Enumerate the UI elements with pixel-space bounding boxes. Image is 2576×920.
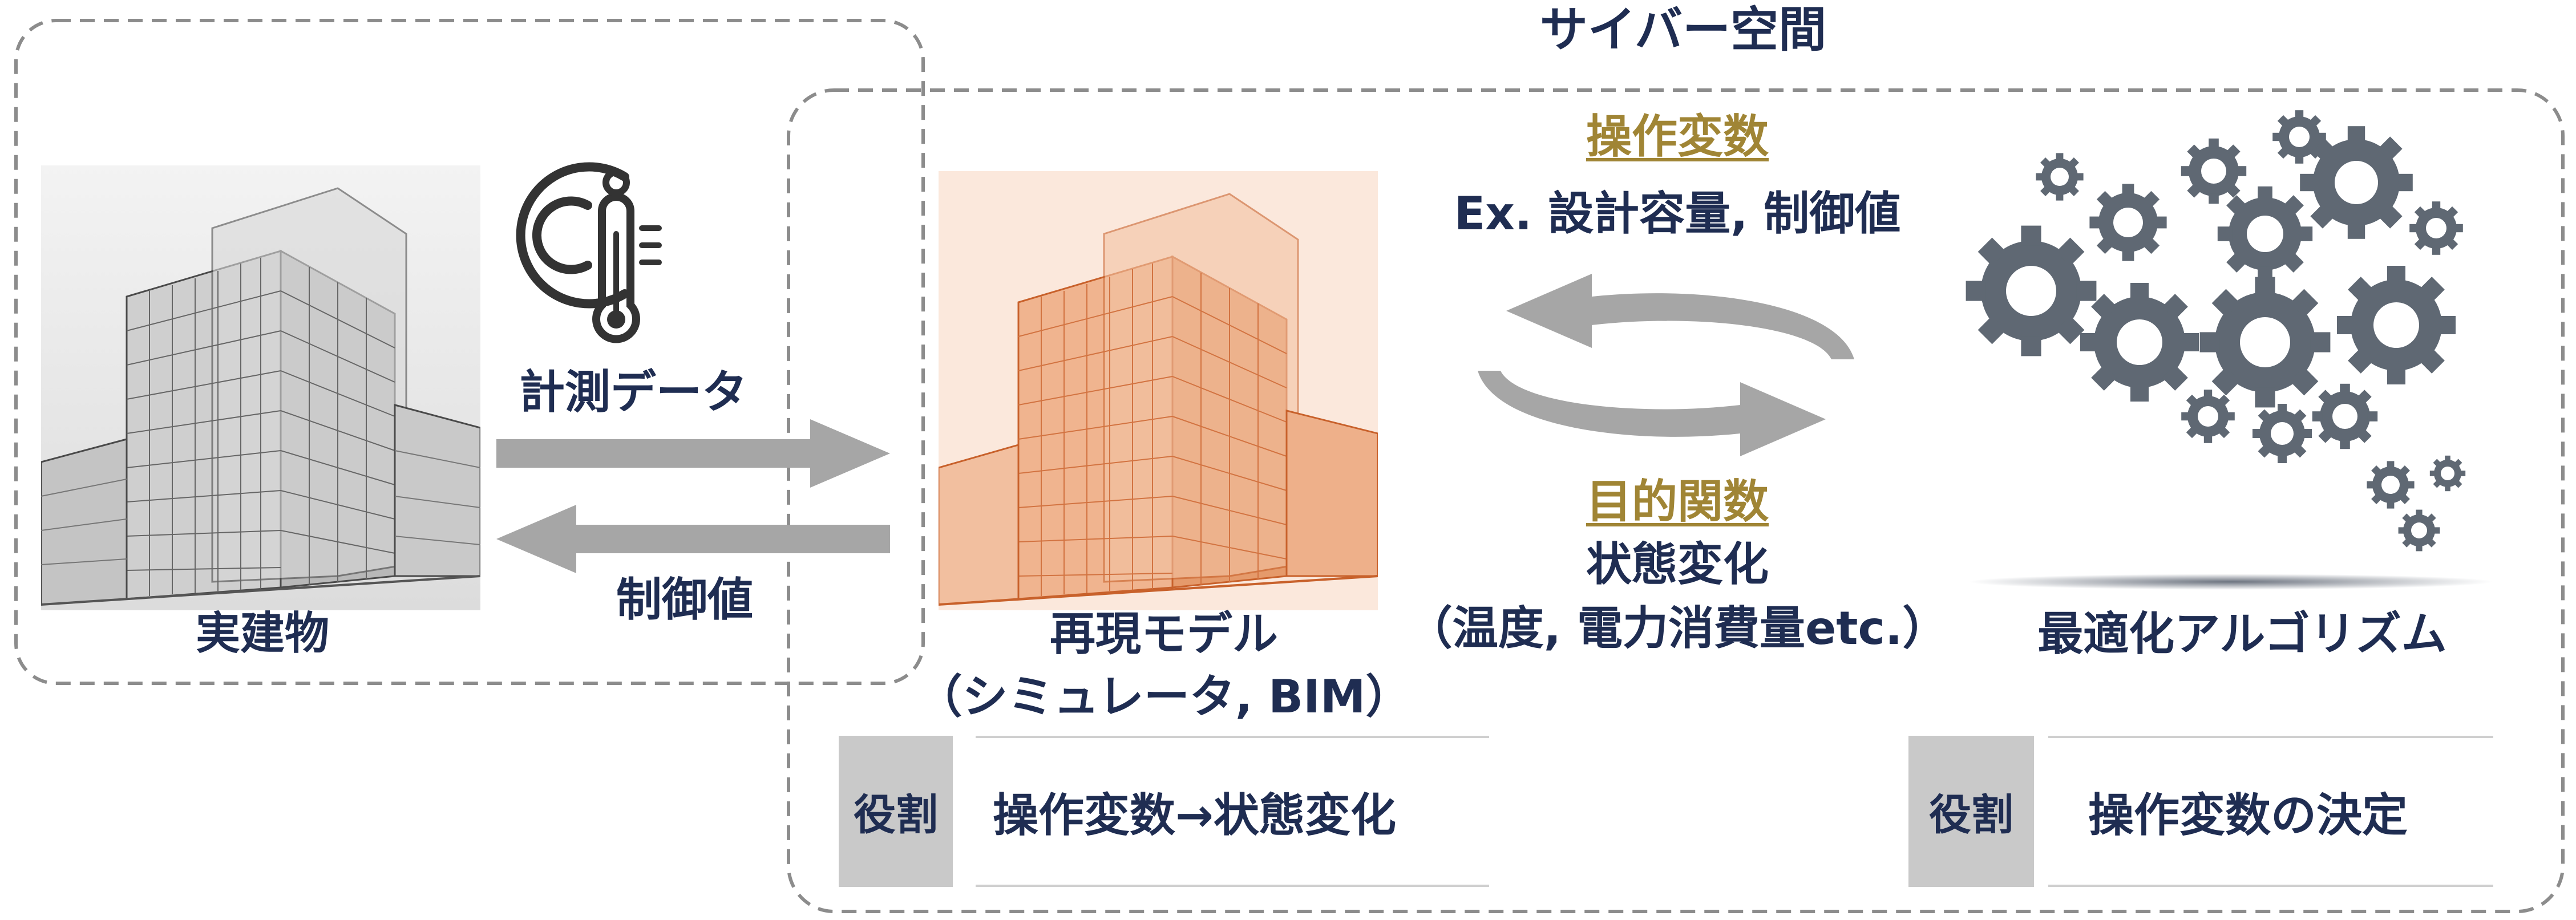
cycle-arrow-bottom xyxy=(1478,371,1826,456)
cyber-space-label: サイバー空間 xyxy=(1539,2,1827,58)
algorithm-label: 最適化アルゴリズム xyxy=(2037,607,2447,660)
data-flow-arrows xyxy=(496,419,890,573)
model-label-line2: （シミュレータ, BIM） xyxy=(916,670,1412,723)
model-role-description: 操作変数→状態変化 xyxy=(976,736,1489,887)
building-model-sketch-icon xyxy=(937,171,1379,610)
measurement-data-label: 計測データ xyxy=(519,366,747,419)
control-value-label: 制御値 xyxy=(616,573,753,626)
objective-function-title: 目的関数 xyxy=(1586,475,1769,528)
optimization-cycle-arrows xyxy=(1478,274,1854,456)
control-arrow-left xyxy=(496,505,890,573)
cyber-space-boundary xyxy=(787,88,2565,913)
operation-variable-title: 操作変数 xyxy=(1586,110,1769,163)
cycle-arrow-top xyxy=(1506,274,1854,359)
algorithm-role-description: 操作変数の決定 xyxy=(2048,736,2493,887)
building-sketch-icon xyxy=(40,165,482,610)
gears-brain-icon xyxy=(1966,110,2493,590)
model-label-line1: 再現モデル xyxy=(1050,607,1278,660)
objective-function-line1: 状態変化 xyxy=(1586,538,1769,591)
model-image xyxy=(937,171,1379,610)
thermometer-celsius-icon xyxy=(516,162,662,343)
real-building-label: 実建物 xyxy=(195,608,329,659)
real-building-image xyxy=(40,165,482,610)
model-role-tag: 役割 xyxy=(839,736,953,887)
measurement-arrow-right xyxy=(496,419,890,488)
operation-variable-example: Ex. 設計容量, 制御値 xyxy=(1454,187,1901,240)
objective-function-line2: （温度, 電力消費量etc.） xyxy=(1406,602,1948,655)
algorithm-role-tag: 役割 xyxy=(1908,736,2034,887)
